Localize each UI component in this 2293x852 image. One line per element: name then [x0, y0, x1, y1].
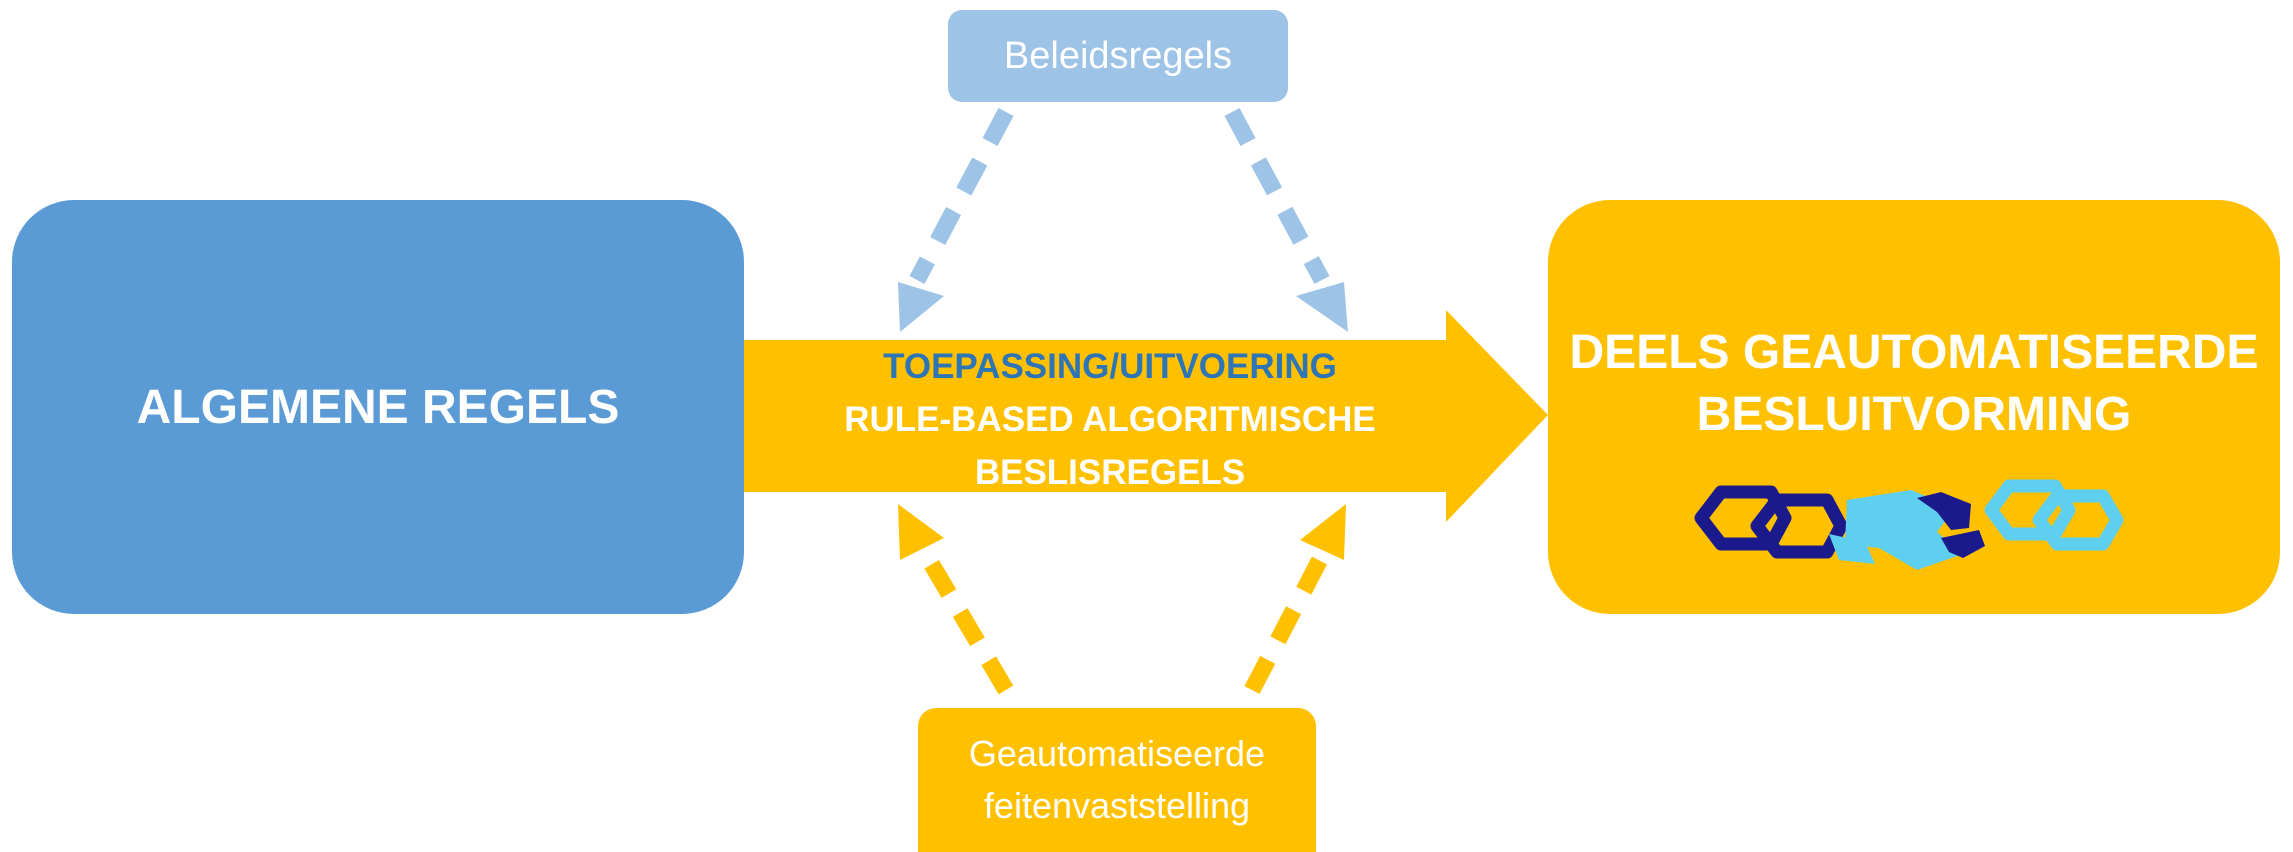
- policy-arrow-right: [1224, 107, 1348, 332]
- policy-rules-label: Beleidsregels: [1003, 34, 1233, 77]
- policy-arrow-left: [898, 108, 1014, 332]
- broken-chain-icon: [1694, 479, 2124, 570]
- main-arrow-text: TOEPASSING/UITVOERING RULE-BASED ALGORIT…: [760, 340, 1460, 499]
- policy-rules-box: Beleidsregels: [948, 10, 1288, 102]
- fact-arrow-left: [898, 504, 1014, 695]
- fact-finding-line1: Geautomatiseerde: [968, 733, 1266, 774]
- fact-finding-line2: feitenvaststelling: [983, 785, 1251, 826]
- fact-arrow-right: [1244, 504, 1346, 694]
- automated-decision-box: DEELS GEAUTOMATISEERDE BESLUITVORMING: [1548, 200, 2280, 614]
- general-rules-label: ALGEMENE REGELS: [136, 380, 620, 434]
- main-arrow-line2: RULE-BASED ALGORITMISCHE: [844, 400, 1376, 439]
- automated-decision-line1: DEELS GEAUTOMATISEERDE: [1569, 326, 2259, 379]
- main-process-arrow: [740, 310, 1548, 522]
- main-arrow-line3: BESLISREGELS: [974, 453, 1246, 492]
- automated-decision-line2: BESLUITVORMING: [1696, 388, 2132, 441]
- main-arrow-line1: TOEPASSING/UITVOERING: [883, 347, 1337, 386]
- fact-finding-box: Geautomatiseerde feitenvaststelling: [918, 708, 1316, 852]
- general-rules-box: ALGEMENE REGELS: [12, 200, 744, 614]
